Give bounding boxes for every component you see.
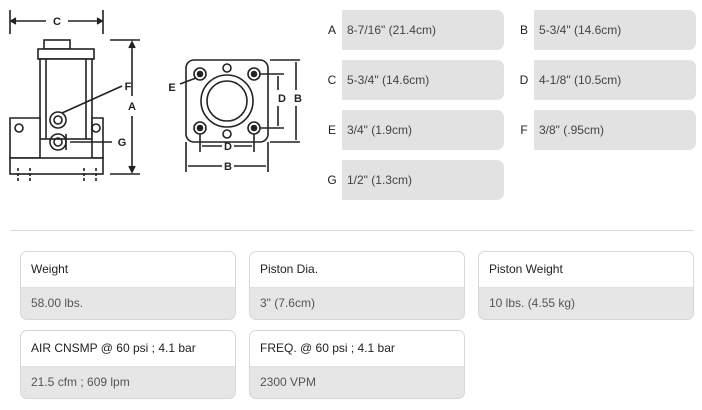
dimension-letter: G xyxy=(322,160,342,200)
dimension-value: 3/8" (.95cm) xyxy=(539,123,604,137)
dimension-value: 5-3/4" (14.6cm) xyxy=(539,23,622,37)
label-a: A xyxy=(128,101,136,113)
spec-value: 10 lbs. (4.55 kg) xyxy=(489,296,576,310)
dimension-value: 8-7/16" (21.4cm) xyxy=(347,23,436,37)
dimension-value: 3/4" (1.9cm) xyxy=(347,123,412,137)
spec-card-air-consumption: AIR CNSMP @ 60 psi ; 4.1 bar 21.5 cfm ; … xyxy=(20,330,236,399)
spec-header: AIR CNSMP @ 60 psi ; 4.1 bar xyxy=(21,331,235,367)
dimension-d: D 4-1/8" (10.5cm) xyxy=(514,60,696,100)
dimension-f: F 3/8" (.95cm) xyxy=(514,110,696,150)
dimension-value: 5-3/4" (14.6cm) xyxy=(347,73,430,87)
label-d-horizontal: D xyxy=(224,141,232,153)
spec-label: Piston Dia. xyxy=(260,262,319,276)
spec-label: Weight xyxy=(31,262,69,276)
spec-header: Piston Dia. xyxy=(250,252,464,288)
spec-label: AIR CNSMP @ 60 psi ; 4.1 bar xyxy=(31,341,196,355)
dimension-a: A 8-7/16" (21.4cm) xyxy=(322,10,504,50)
dimension-letter: B xyxy=(514,10,534,50)
spec-card-weight: Weight 58.00 lbs. xyxy=(20,251,236,320)
spec-label: Piston Weight xyxy=(489,262,563,276)
spec-value: 2300 VPM xyxy=(260,375,317,389)
spec-value: 21.5 cfm ; 609 lpm xyxy=(31,375,130,389)
label-f: F xyxy=(125,81,132,93)
spec-label: FREQ. @ 60 psi ; 4.1 bar xyxy=(260,341,395,355)
dimension-letter: A xyxy=(322,10,342,50)
label-b-horizontal: B xyxy=(224,161,232,173)
spec-card-frequency: FREQ. @ 60 psi ; 4.1 bar 2300 VPM xyxy=(249,330,465,399)
label-c: C xyxy=(53,16,61,28)
spec-header: FREQ. @ 60 psi ; 4.1 bar xyxy=(250,331,464,367)
dimension-c: C 5-3/4" (14.6cm) xyxy=(322,60,504,100)
dimension-letter: E xyxy=(322,110,342,150)
spec-value: 58.00 lbs. xyxy=(31,296,84,310)
vibrator-technical-drawing: C F A G E D B D B xyxy=(9,10,302,182)
label-d-vertical: D xyxy=(278,93,286,105)
dimension-value: 1/2" (1.3cm) xyxy=(347,173,412,187)
label-b-vertical: B xyxy=(294,93,302,105)
section-divider xyxy=(10,230,694,231)
dimension-letter: F xyxy=(514,110,534,150)
spec-header: Weight xyxy=(21,252,235,288)
label-g: G xyxy=(118,137,127,149)
dimension-g: G 1/2" (1.3cm) xyxy=(322,160,504,200)
spec-value: 3" (7.6cm) xyxy=(260,296,315,310)
spec-header: Piston Weight xyxy=(479,252,693,288)
dimension-letter: D xyxy=(514,60,534,100)
dimension-letter: C xyxy=(322,60,342,100)
dimension-e: E 3/4" (1.9cm) xyxy=(322,110,504,150)
dimension-value: 4-1/8" (10.5cm) xyxy=(539,73,622,87)
spec-card-piston-weight: Piston Weight 10 lbs. (4.55 kg) xyxy=(478,251,694,320)
spec-card-piston-dia: Piston Dia. 3" (7.6cm) xyxy=(249,251,465,320)
dimension-b: B 5-3/4" (14.6cm) xyxy=(514,10,696,50)
label-e: E xyxy=(168,82,175,94)
